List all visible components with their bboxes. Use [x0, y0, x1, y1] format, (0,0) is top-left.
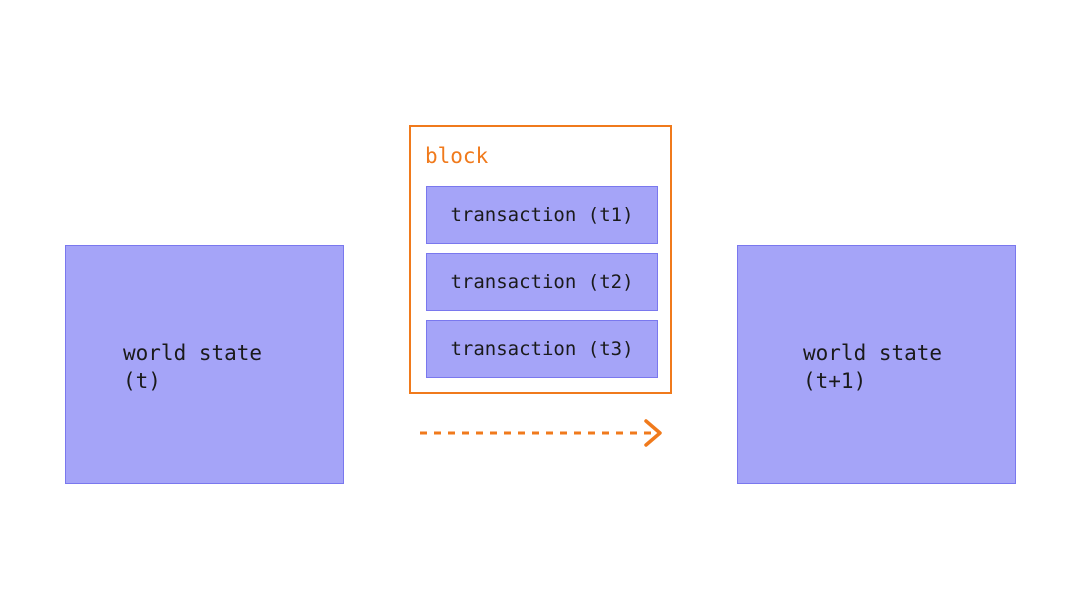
block-frame: block transaction (t1) transaction (t2) …: [409, 125, 672, 394]
world-state-t-label: world state (t): [123, 339, 262, 395]
world-state-t-line2: (t): [123, 369, 161, 393]
transaction-t1-box: transaction (t1): [426, 186, 658, 244]
transaction-t2-box: transaction (t2): [426, 253, 658, 311]
transaction-t3-box: transaction (t3): [426, 320, 658, 378]
dashed-arrow-right-icon: [420, 419, 662, 447]
world-state-t-plus-1-line2: (t+1): [803, 369, 867, 393]
world-state-t-box: world state (t): [65, 245, 344, 484]
world-state-t-line1: world state: [123, 341, 263, 365]
world-state-t-plus-1-line1: world state: [803, 341, 943, 365]
world-state-t-plus-1-box: world state (t+1): [737, 245, 1016, 484]
world-state-t-plus-1-label: world state (t+1): [803, 339, 942, 395]
block-title: block: [425, 144, 489, 168]
arrow-head: [644, 419, 662, 447]
